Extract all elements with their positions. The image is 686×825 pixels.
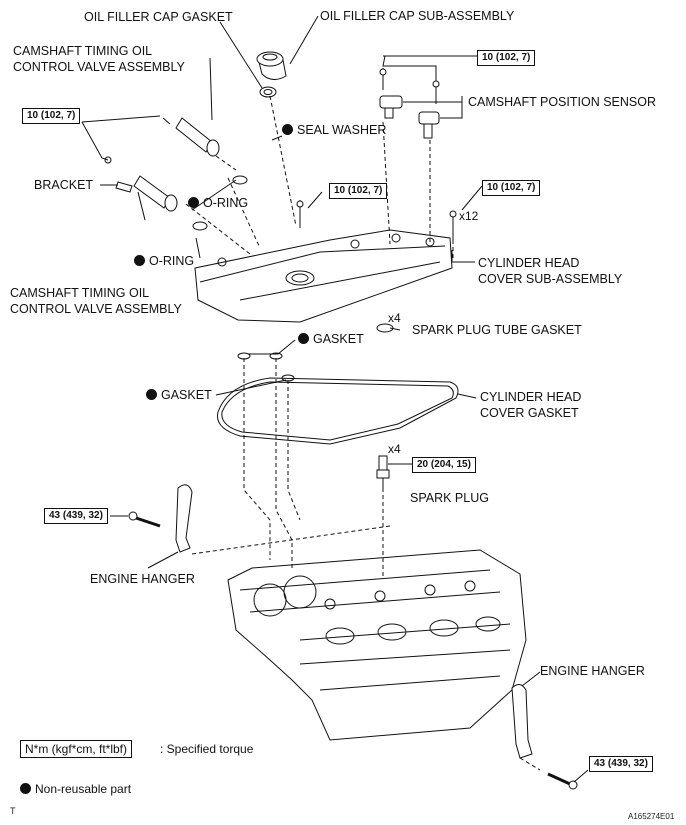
label-camshaft-ocv-bottom-line1: CAMSHAFT TIMING OIL: [10, 286, 150, 300]
seal-washer-text: SEAL WASHER: [297, 123, 387, 137]
cylinder-head-cover: [194, 200, 457, 333]
label-gasket-1: GASKET: [298, 332, 364, 346]
label-camshaft-position-sensor: CAMSHAFT POSITION SENSOR: [468, 95, 656, 109]
corner-mark: T: [10, 806, 16, 816]
o-ring-2-text: O-RING: [149, 254, 195, 268]
spark-plug: [376, 455, 404, 488]
non-reusable-dot-icon: [134, 255, 145, 266]
gaskets: [216, 352, 459, 445]
ocv-top: [162, 117, 237, 171]
label-oil-filler-cap-sub-assembly: OIL FILLER CAP SUB-ASSEMBLY: [320, 9, 515, 23]
o-ring-1-text: O-RING: [203, 196, 249, 210]
label-spark-plug-tube-gasket: SPARK PLUG TUBE GASKET: [412, 323, 582, 337]
label-spark-plug: SPARK PLUG: [410, 491, 489, 505]
count-cover-bolts: x12: [459, 209, 479, 223]
assembly-lines: [185, 95, 541, 771]
label-seal-washer: SEAL WASHER: [282, 123, 386, 137]
label-cyl-head-cover-gasket-line2: COVER GASKET: [480, 406, 579, 420]
torque-box-hanger-left: 43 (439, 32): [44, 508, 108, 524]
torque-box-ocv-bolts: 10 (102, 7): [22, 108, 81, 124]
label-cyl-head-cover-sub-line2: COVER SUB-ASSEMBLY: [478, 272, 623, 286]
torque-box-spark-plug: 20 (204, 15): [412, 457, 476, 473]
torque-box-hanger-right: 43 (439, 32): [589, 756, 653, 772]
label-engine-hanger-right: ENGINE HANGER: [540, 664, 645, 678]
torque-box-cover-bolts: 10 (102, 7): [482, 180, 541, 196]
torque-box-center-bolt: 10 (102, 7): [329, 183, 388, 199]
count-tube-gaskets: x4: [388, 311, 401, 325]
label-camshaft-ocv-top-line1: CAMSHAFT TIMING OIL: [13, 44, 153, 58]
label-o-ring-2: O-RING: [134, 254, 194, 268]
leader-lines: [81, 15, 589, 783]
ocv-bottom: [104, 156, 248, 231]
label-cyl-head-cover-gasket-line1: CYLINDER HEAD: [480, 390, 582, 404]
label-engine-hanger-left: ENGINE HANGER: [90, 572, 195, 586]
cylinder-head: [227, 549, 527, 741]
torque-box-cps-bolts: 10 (102, 7): [477, 50, 536, 66]
camshaft-position-sensor: [379, 68, 440, 139]
non-reusable-dot-icon: [146, 389, 157, 400]
label-oil-filler-cap-gasket: OIL FILLER CAP GASKET: [84, 10, 233, 24]
engine-hanger-right: [511, 684, 578, 790]
count-spark-plugs: x4: [388, 442, 401, 456]
non-reusable-dot-icon: [282, 124, 293, 135]
gasket-2-text: GASKET: [161, 388, 212, 402]
label-cyl-head-cover-sub-line1: CYLINDER HEAD: [478, 256, 580, 270]
gasket-1-text: GASKET: [313, 332, 364, 346]
label-o-ring-1: O-RING: [188, 196, 248, 210]
label-camshaft-ocv-bottom-line2: CONTROL VALVE ASSEMBLY: [10, 302, 182, 316]
oil-filler-cap: [256, 51, 287, 98]
legend-torque-desc: : Specified torque: [160, 742, 254, 756]
engine-hanger-left: [128, 484, 193, 553]
non-reusable-dot-icon: [20, 783, 31, 794]
label-bracket: BRACKET: [34, 178, 94, 192]
legend-non-reusable: Non-reusable part: [20, 782, 131, 796]
legend-non-reusable-text: Non-reusable part: [35, 782, 132, 796]
non-reusable-dot-icon: [188, 197, 199, 208]
legend-torque-unit-box: N*m (kgf*cm, ft*lbf): [20, 740, 133, 758]
label-gasket-2: GASKET: [146, 388, 212, 402]
non-reusable-dot-icon: [298, 333, 309, 344]
label-camshaft-ocv-top-line2: CONTROL VALVE ASSEMBLY: [13, 60, 185, 74]
figure-id: A165274E01: [628, 812, 675, 821]
